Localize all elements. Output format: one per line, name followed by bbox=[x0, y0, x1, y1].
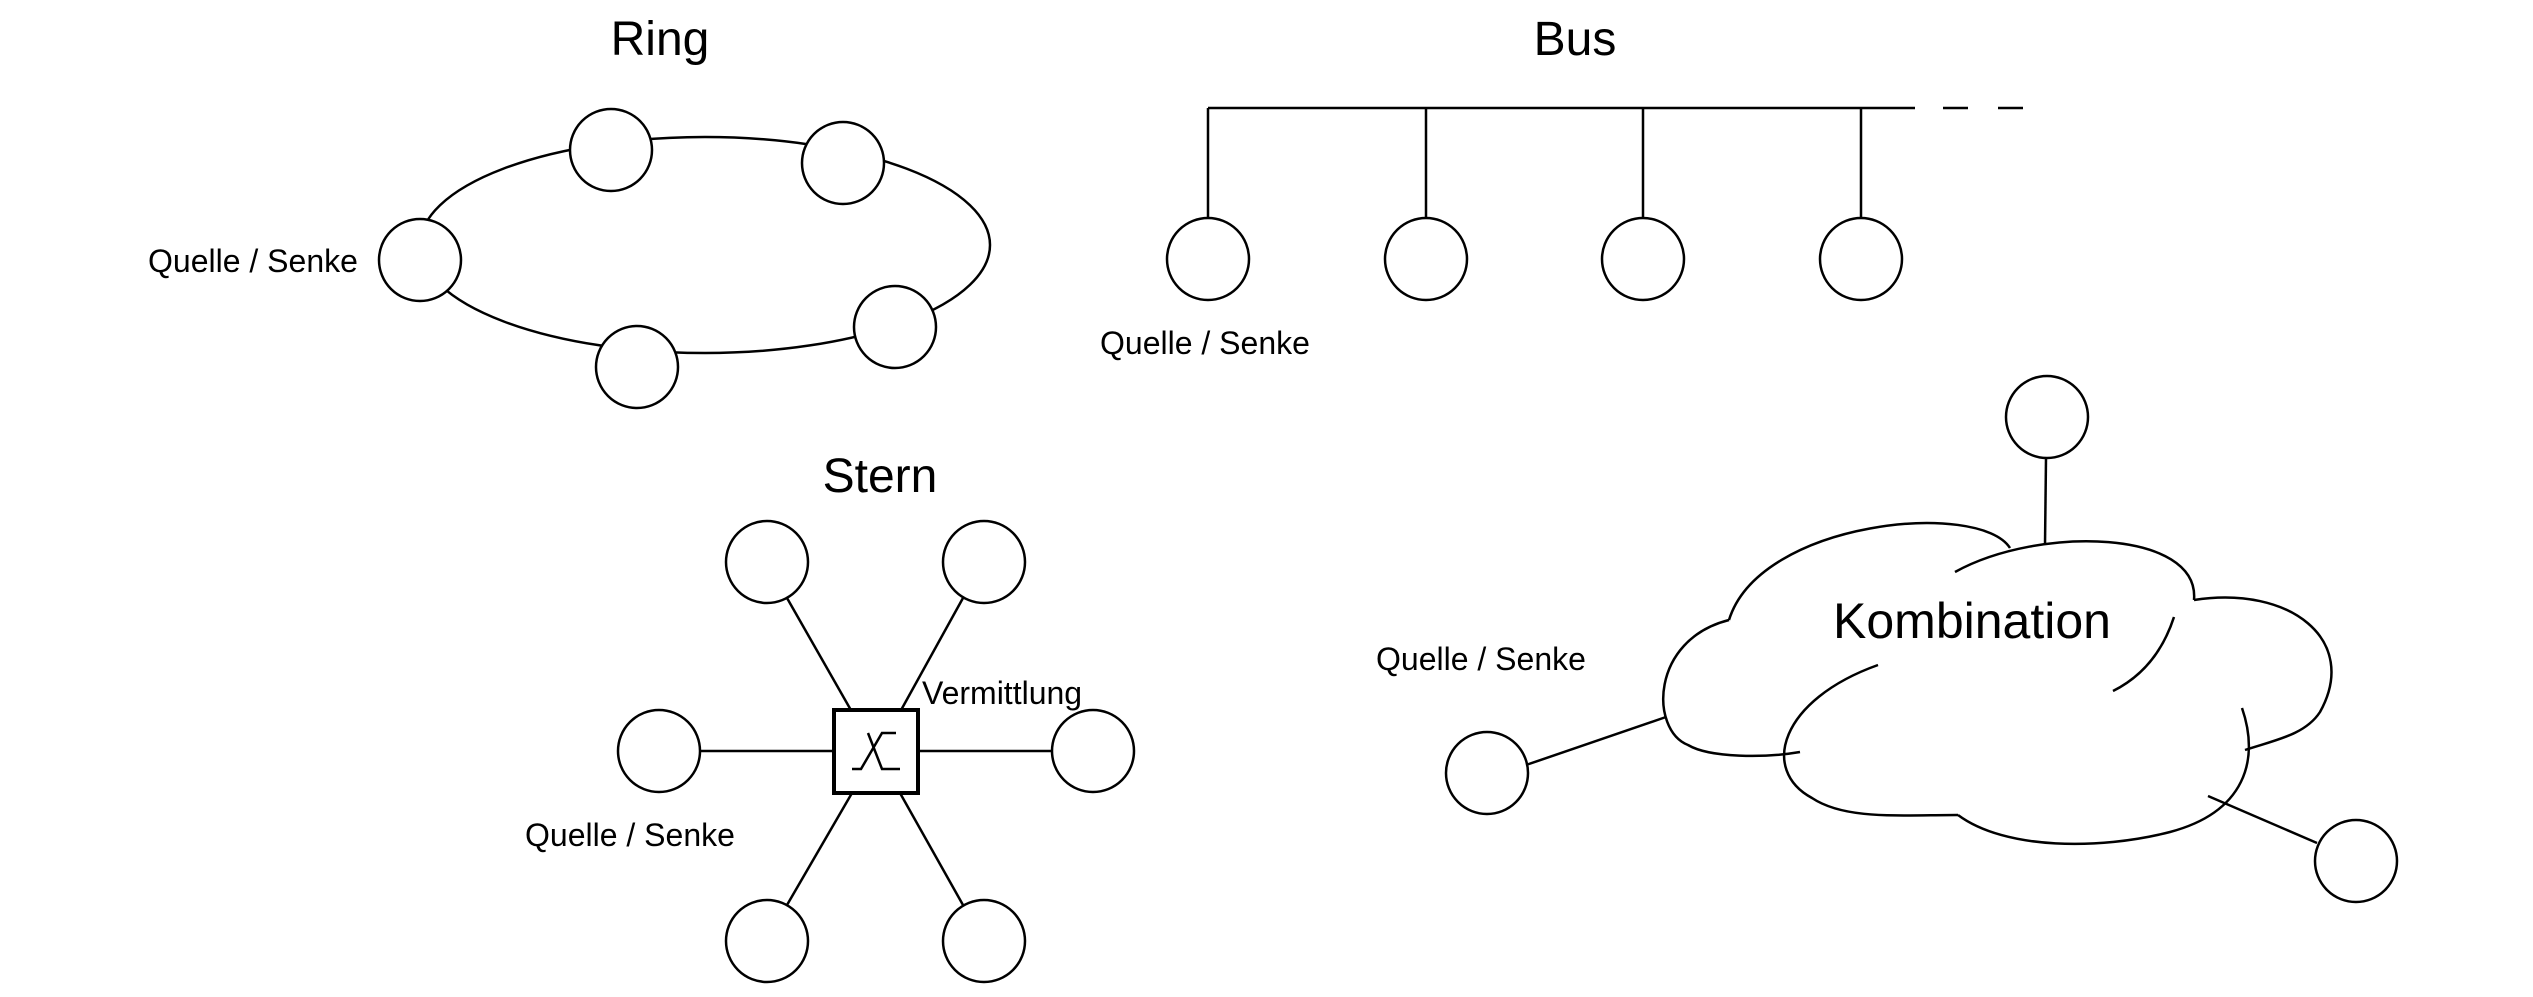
ring-node-left bbox=[377, 217, 463, 303]
cloud-connection-line bbox=[1525, 715, 1667, 767]
ring-node-right bbox=[852, 284, 938, 370]
star-spoke bbox=[785, 597, 854, 713]
ring-node-label: Quelle / Senke bbox=[148, 243, 358, 279]
star-spoke bbox=[898, 792, 965, 906]
combination-topology: Kombination Quelle / Senke bbox=[1376, 374, 2399, 904]
bus-node bbox=[1165, 216, 1251, 302]
ring-topology: Ring Quelle / Senke bbox=[148, 13, 992, 410]
bus-topology: Bus Quelle / Senke bbox=[1100, 13, 2023, 361]
bus-title: Bus bbox=[1534, 13, 1617, 66]
combination-node-label: Quelle / Senke bbox=[1376, 641, 1586, 677]
star-node-top-left bbox=[724, 519, 810, 605]
cloud-shape bbox=[1662, 521, 2333, 846]
star-node-bottom-right bbox=[941, 898, 1027, 984]
bus-node-label: Quelle / Senke bbox=[1100, 325, 1310, 361]
cloud-connection-line bbox=[2043, 457, 2048, 546]
star-title: Stern bbox=[823, 450, 938, 503]
bus-node bbox=[1383, 216, 1469, 302]
bus-node bbox=[1818, 216, 1904, 302]
combination-node-right bbox=[2313, 818, 2399, 904]
star-node-top-right bbox=[941, 519, 1027, 605]
ring-node-top-right bbox=[800, 120, 886, 206]
switch-icon bbox=[832, 708, 920, 795]
star-node-bottom-left bbox=[724, 898, 810, 984]
ring-title: Ring bbox=[611, 13, 710, 66]
star-node-right bbox=[1050, 708, 1136, 794]
combination-title: Kombination bbox=[1833, 593, 2111, 649]
star-node-left bbox=[616, 708, 702, 794]
switch-label: Vermittlung bbox=[922, 675, 1082, 711]
combination-node-left bbox=[1444, 730, 1530, 816]
star-spoke bbox=[898, 597, 965, 713]
ring-node-bottom bbox=[594, 324, 680, 410]
bus-node bbox=[1600, 216, 1686, 302]
star-node-label: Quelle / Senke bbox=[525, 817, 735, 853]
combination-node-top bbox=[2004, 374, 2090, 460]
star-spoke bbox=[785, 792, 854, 906]
ring-node-top-left bbox=[568, 107, 654, 193]
star-topology: Stern Vermittlung Quelle / Senke bbox=[525, 450, 1136, 984]
